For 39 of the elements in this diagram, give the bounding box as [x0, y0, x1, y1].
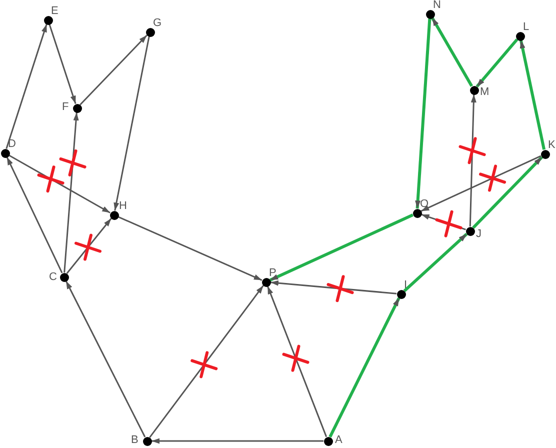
vertex-label: E — [51, 6, 58, 17]
vertex-label: J — [476, 229, 482, 240]
arrow — [6, 156, 63, 274]
arrow — [6, 24, 48, 149]
arrow — [415, 18, 432, 209]
arrow — [114, 36, 150, 211]
arrow — [149, 285, 264, 438]
arrow — [472, 156, 543, 229]
arrow — [403, 232, 468, 292]
vertex-label: O — [420, 199, 429, 210]
arrow — [266, 286, 328, 438]
arrow — [64, 112, 79, 273]
arrow — [270, 280, 397, 294]
arrow — [476, 38, 518, 88]
arrow — [519, 40, 546, 150]
vertex-label: B — [131, 435, 138, 446]
arrow — [269, 214, 414, 282]
vertex-label: I — [404, 280, 408, 291]
vertex-label: A — [335, 435, 342, 446]
vertex-label: P — [269, 268, 276, 279]
vertex-label: L — [523, 22, 530, 33]
arrow — [66, 218, 112, 274]
vertex-label: C — [49, 272, 57, 283]
arrow — [118, 216, 262, 281]
vertex-label: H — [119, 201, 127, 212]
arrow — [65, 280, 146, 438]
arrow — [48, 24, 76, 104]
vertex-label: K — [548, 140, 556, 151]
arrow — [420, 155, 542, 212]
vertex-label: F — [62, 102, 69, 113]
arrow — [80, 34, 148, 106]
vertex-label: M — [480, 87, 490, 98]
arrow — [469, 94, 476, 227]
vertex-label: N — [433, 0, 441, 11]
arrow — [328, 297, 400, 438]
arrow — [430, 17, 474, 87]
arrow — [152, 438, 324, 444]
vertex-label: G — [153, 18, 162, 29]
arrow — [8, 154, 110, 214]
